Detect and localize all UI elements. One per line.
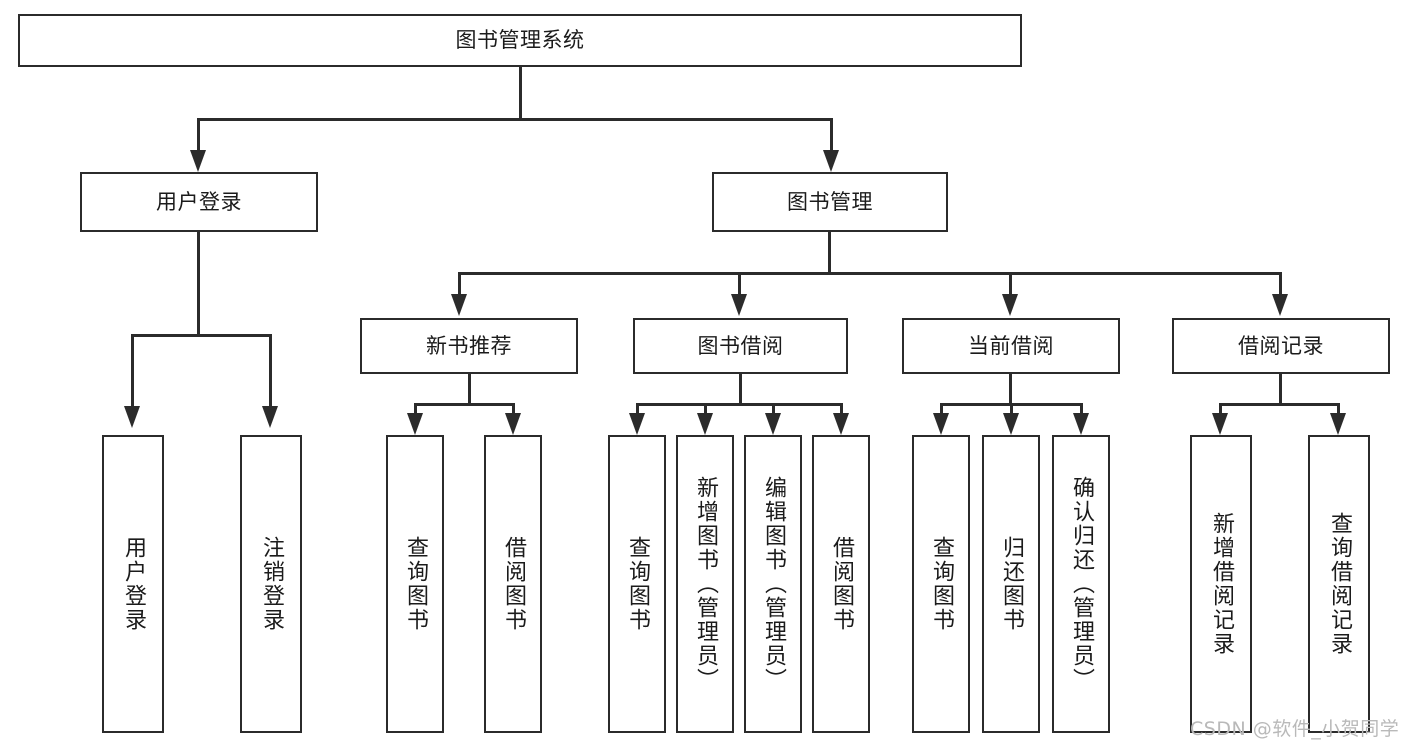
leaf-node[interactable]: 借阅图书 [812,435,870,733]
leaf-label: 查询图书 [402,536,428,632]
connector-user-login-leaf2 [269,334,272,410]
node-book-borrow[interactable]: 图书借阅 [633,318,848,374]
connector-newbook-leaf1 [414,403,417,417]
connector-record-bus [1219,403,1339,406]
connector-bm-to-newbook [458,272,461,298]
connector-borrow-leaf2 [704,403,707,417]
connector-borrow-stem [739,374,742,405]
node-root[interactable]: 图书管理系统 [18,14,1022,67]
leaf-node[interactable]: 归还图书 [982,435,1040,733]
connector-borrow-leaf1 [636,403,639,417]
node-current-borrow[interactable]: 当前借阅 [902,318,1120,374]
leaf-label: 确认归还（管理员） [1068,476,1094,692]
arrow-bm-to-record [1272,294,1288,316]
connector-book-mgmt-stem [828,232,831,274]
leaf-node[interactable]: 查询图书 [386,435,444,733]
connector-record-leaf1 [1219,403,1222,417]
leaf-node[interactable]: 新增图书（管理员） [676,435,734,733]
arrow-record-leaf2 [1330,413,1346,435]
connector-current-leaf2 [1010,403,1013,417]
connector-user-login-leaf1 [131,334,134,410]
leaf-node[interactable]: 查询借阅记录 [1308,435,1370,733]
arrow-borrow-leaf3 [765,413,781,435]
leaf-label: 查询图书 [928,536,954,632]
arrow-user-login-leaf1 [124,406,140,428]
leaf-label: 借阅图书 [828,536,854,632]
connector-borrow-leaf3 [772,403,775,417]
connector-bm-to-current [1009,272,1012,298]
leaf-label: 用户登录 [120,536,146,632]
leaf-node[interactable]: 借阅图书 [484,435,542,733]
leaf-node[interactable]: 查询图书 [608,435,666,733]
arrow-bm-to-newbook [451,294,467,316]
leaf-node[interactable]: 注销登录 [240,435,302,733]
connector-bm-to-record [1279,272,1282,298]
connector-root-stem [519,66,522,120]
arrow-borrow-leaf4 [833,413,849,435]
connector-user-login-stem [197,232,200,336]
leaf-node[interactable]: 查询图书 [912,435,970,733]
leaf-label: 借阅图书 [500,536,526,632]
connector-root-to-book-mgmt [830,118,833,154]
node-book-management[interactable]: 图书管理 [712,172,948,232]
node-book-management-label: 图书管理 [787,189,873,214]
arrow-current-leaf3 [1073,413,1089,435]
arrow-borrow-leaf2 [697,413,713,435]
leaf-label: 新增图书（管理员） [692,476,718,692]
connector-root-to-user-login [197,118,200,154]
node-current-borrow-label: 当前借阅 [968,333,1054,358]
connector-newbook-stem [468,374,471,405]
leaf-node[interactable]: 用户登录 [102,435,164,733]
connector-record-leaf2 [1337,403,1340,417]
arrow-user-login-leaf2 [262,406,278,428]
connector-record-stem [1279,374,1282,405]
arrow-bm-to-current [1002,294,1018,316]
arrow-root-to-book-mgmt [823,150,839,172]
connector-bm-to-borrow [738,272,741,298]
node-user-login-label: 用户登录 [156,189,242,214]
arrow-newbook-leaf1 [407,413,423,435]
connector-newbook-leaf2 [512,403,515,417]
leaf-label: 编辑图书（管理员） [760,476,786,692]
leaf-node[interactable]: 新增借阅记录 [1190,435,1252,733]
connector-borrow-leaf4 [840,403,843,417]
leaf-label: 归还图书 [998,536,1024,632]
node-borrow-record-label: 借阅记录 [1238,333,1324,358]
csdn-watermark: CSDN @软件_小贺同学 [1190,718,1400,740]
leaf-node[interactable]: 编辑图书（管理员） [744,435,802,733]
leaf-node[interactable]: 确认归还（管理员） [1052,435,1110,733]
arrow-root-to-user-login [190,150,206,172]
node-borrow-record[interactable]: 借阅记录 [1172,318,1390,374]
arrow-current-leaf2 [1003,413,1019,435]
node-user-login[interactable]: 用户登录 [80,172,318,232]
node-new-book-recommend-label: 新书推荐 [426,333,512,358]
leaf-label: 注销登录 [258,536,284,632]
connector-user-login-bus [131,334,272,337]
leaf-label: 查询图书 [624,536,650,632]
arrow-current-leaf1 [933,413,949,435]
connector-newbook-bus [414,403,514,406]
arrow-bm-to-borrow [731,294,747,316]
leaf-label: 查询借阅记录 [1326,512,1352,656]
node-book-borrow-label: 图书借阅 [697,333,784,358]
connector-current-leaf3 [1080,403,1083,417]
arrow-record-leaf1 [1212,413,1228,435]
connector-current-leaf1 [940,403,943,417]
node-root-label: 图书管理系统 [455,28,585,53]
node-new-book-recommend[interactable]: 新书推荐 [360,318,578,374]
connector-current-stem [1009,374,1012,405]
connector-book-mgmt-bus [458,272,1282,275]
leaf-label: 新增借阅记录 [1208,512,1234,656]
connector-root-bus [197,118,833,121]
connector-borrow-bus [636,403,842,406]
arrow-newbook-leaf2 [505,413,521,435]
arrow-borrow-leaf1 [629,413,645,435]
